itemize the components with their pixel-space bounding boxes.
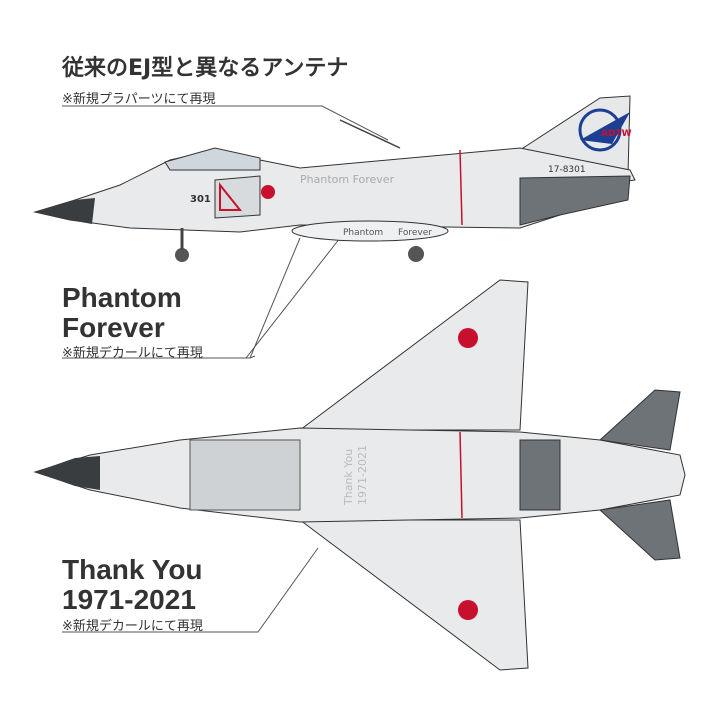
tank-text-2: Forever [398, 228, 432, 238]
main-wheel [408, 246, 424, 262]
nose-radome-top [35, 456, 100, 490]
hinomaru-lower-wing [458, 600, 478, 620]
upper-wing [298, 279, 529, 431]
nose-number: 301 [190, 194, 211, 205]
nose-radome [35, 198, 95, 224]
fuselage-text: Phantom Forever [300, 173, 395, 186]
hinomaru-upper-wing [458, 328, 478, 348]
rear-fuselage-panels [519, 175, 631, 226]
nose-wheel [175, 248, 189, 262]
top-view: Thank You 1971-2021 [33, 279, 686, 671]
hinomaru-side [261, 185, 275, 199]
lower-wing [298, 519, 529, 671]
side-view: ADTW 17-8301 301 Phantom Forever Phantom… [33, 95, 636, 262]
horizontal-tail-lower [598, 499, 681, 561]
spine-detail [189, 439, 301, 511]
thank-you-title-1: Thank You [62, 554, 203, 585]
leader-lines [62, 105, 389, 633]
tail-unit-emblem [578, 108, 622, 152]
intake-red-marking [219, 182, 243, 211]
tank-text-1: Phantom [343, 228, 383, 238]
phantom-forever-title-1: Phantom [62, 282, 182, 313]
intake [214, 175, 261, 219]
phantom-forever-note: ※新規デカールにて再現 [62, 346, 203, 361]
top-text-1: Thank You [342, 449, 355, 506]
antenna-callout-title: 従来のEJ型と異なるアンテナ [62, 56, 349, 81]
external-fuel-tank [291, 220, 449, 242]
top-text-2: 1971-2021 [356, 445, 369, 505]
thank-you-title-2: 1971-2021 [62, 584, 196, 615]
canopy [164, 147, 261, 171]
serial-number: 17-8301 [548, 165, 586, 175]
phantom-forever-title-2: Forever [62, 312, 165, 343]
antenna-callout-note: ※新規プラパーツにて再現 [62, 92, 216, 107]
horizontal-tail-upper [598, 389, 681, 451]
engine-exhausts [519, 439, 561, 511]
thank-you-note: ※新規デカールにて再現 [62, 619, 203, 634]
unit-code: ADTW [601, 129, 632, 139]
